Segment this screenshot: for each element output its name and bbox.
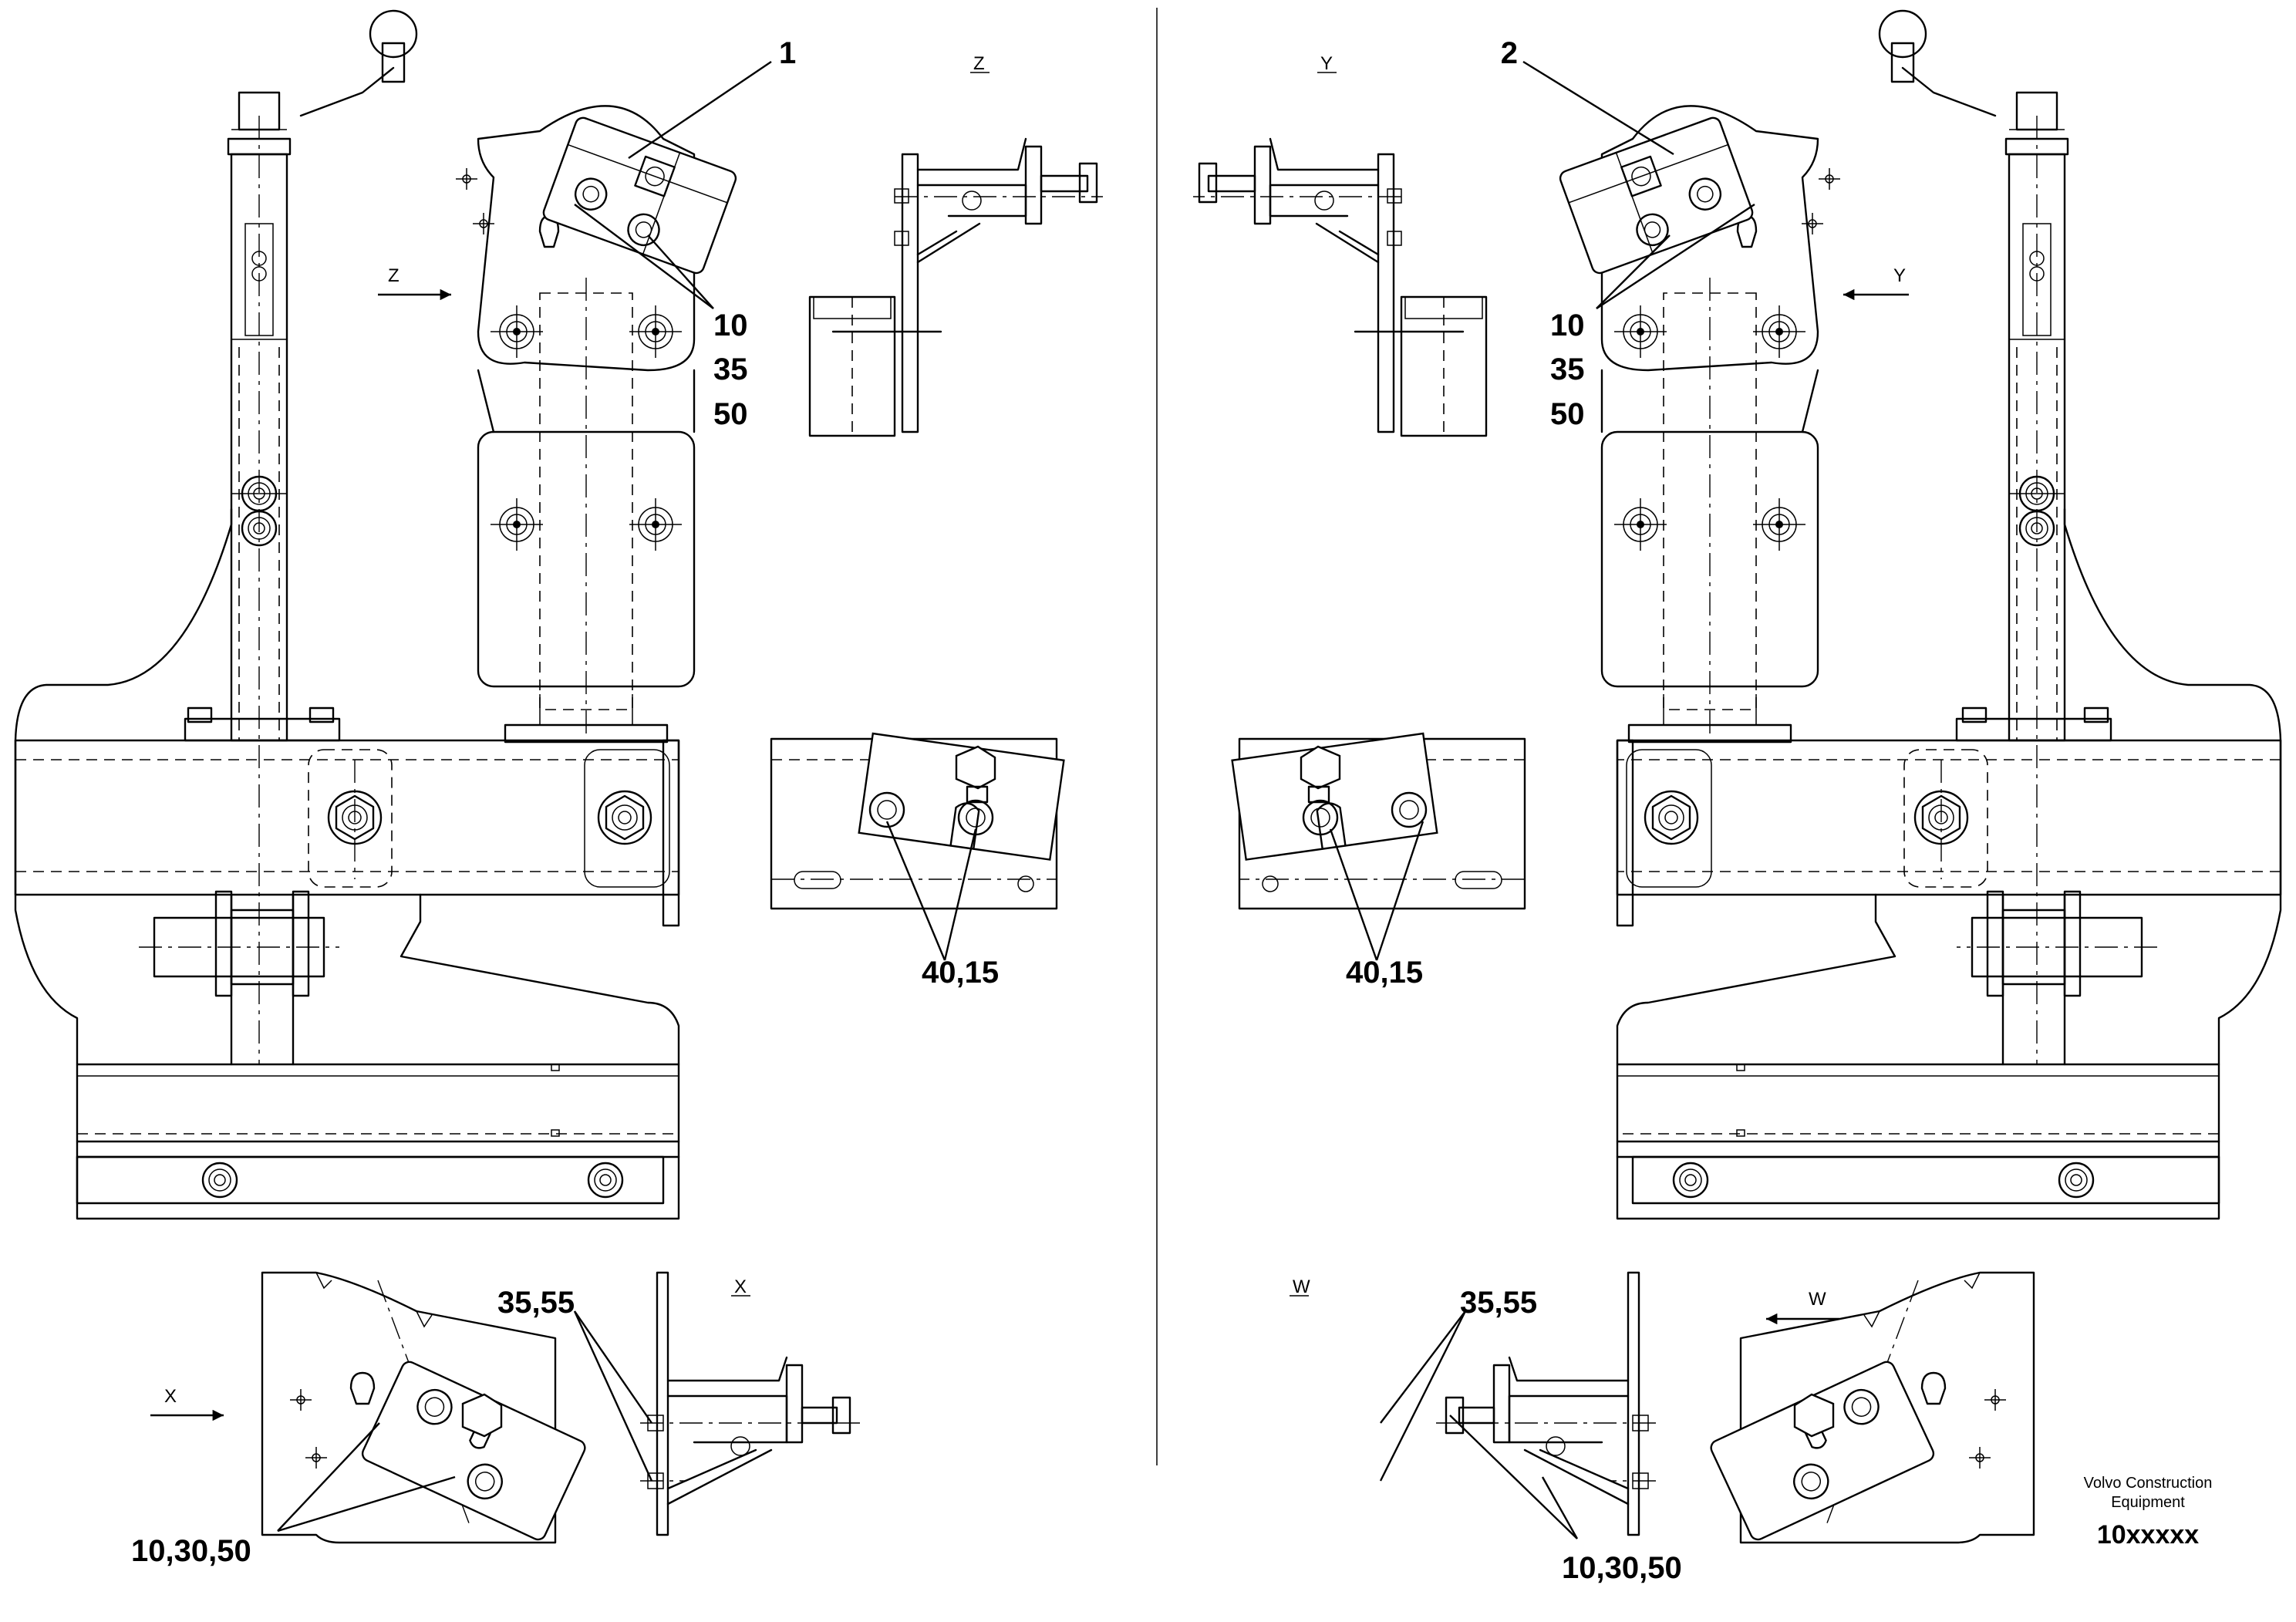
view-arrows (150, 288, 1909, 1421)
view-arrow-label-z: Z (388, 265, 400, 286)
leader-lines (277, 60, 1755, 1539)
left-side-view-x (639, 1271, 865, 1536)
left-front-view (770, 732, 1065, 910)
right-side-view-y (1192, 137, 1488, 437)
callout-left-50: 50 (713, 397, 748, 431)
callout-right-10-30-50: 10,30,50 (1562, 1551, 1682, 1585)
callout-right-35-55: 35,55 (1460, 1286, 1537, 1320)
view-arrow-label-x: X (164, 1386, 177, 1407)
callout-left-10-30-50: 10,30,50 (131, 1534, 251, 1568)
callout-left-35-55: 35,55 (497, 1286, 575, 1320)
right-main-assembly (1558, 11, 2281, 1219)
left-side-view-z (808, 137, 1104, 437)
company-name-line2: Equipment (2111, 1494, 2185, 1511)
view-arrow-label-w: W (1809, 1289, 1826, 1310)
view-arrow-label-y: Y (1893, 265, 1906, 286)
left-main-assembly (15, 11, 738, 1219)
view-title-z: Z (973, 53, 985, 74)
callout-right-50: 50 (1550, 397, 1585, 431)
view-title-x: X (734, 1276, 747, 1297)
right-front-view (1231, 732, 1526, 910)
document-number: 10xxxxx (2097, 1520, 2199, 1549)
callout-part-2: 2 (1501, 36, 1518, 70)
view-title-underlines (731, 72, 1337, 1297)
callout-right-40-15: 40,15 (1346, 956, 1423, 990)
callout-right-35: 35 (1550, 352, 1585, 386)
callout-part-1: 1 (779, 36, 796, 70)
company-name-line1: Volvo Construction (2084, 1475, 2213, 1492)
view-title-y: Y (1320, 53, 1333, 74)
callout-right-10: 10 (1550, 309, 1585, 342)
callout-left-10: 10 (713, 309, 748, 342)
callout-left-40-15: 40,15 (922, 956, 999, 990)
right-detail-view-w (1708, 1273, 2034, 1543)
callout-left-35: 35 (713, 352, 748, 386)
view-title-w: W (1293, 1276, 1310, 1297)
